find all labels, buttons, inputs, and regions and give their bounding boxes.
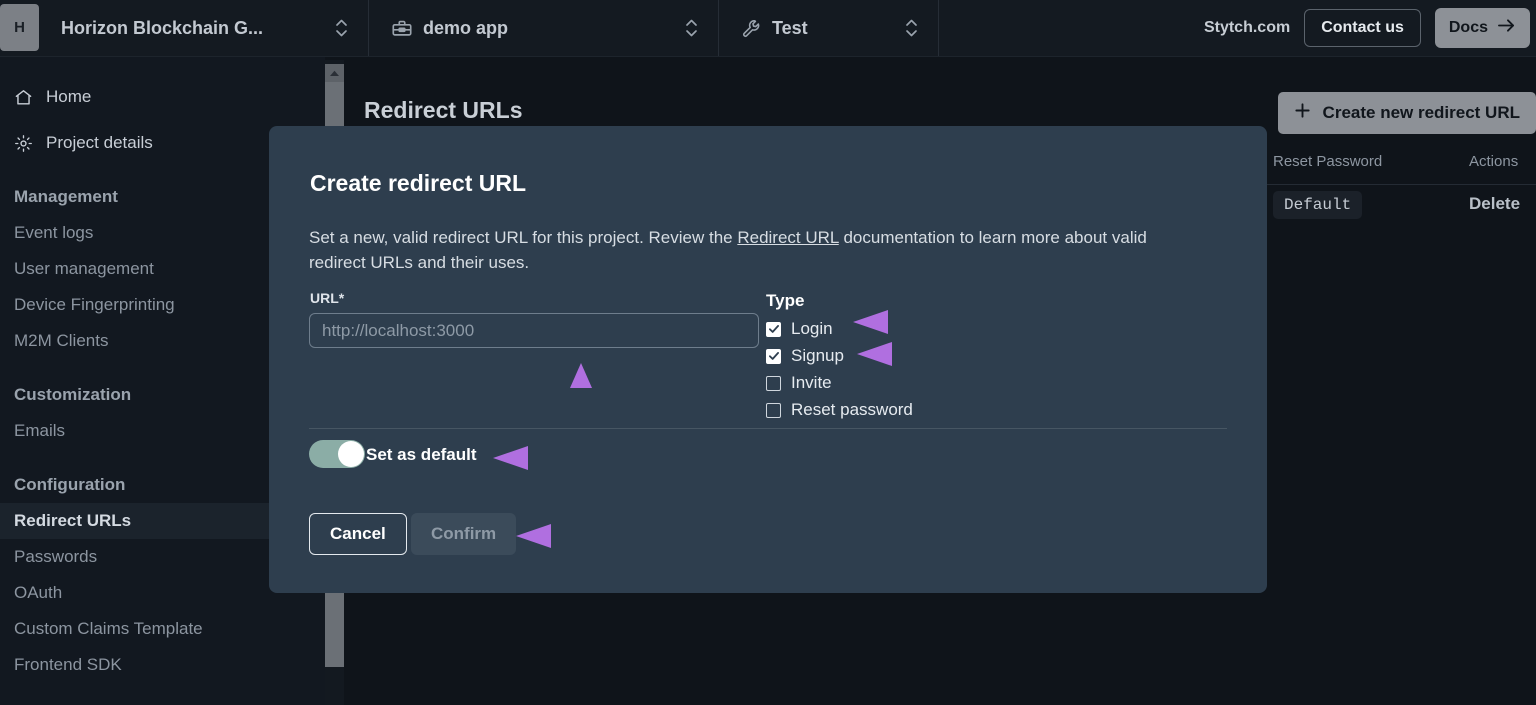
reset-password-checkbox[interactable] [766,402,781,418]
modal-divider [309,428,1227,429]
login-checkbox[interactable] [766,321,781,337]
sidebar-item-project-details-label: Project details [46,133,153,152]
signup-checkbox-row[interactable]: Signup [766,346,844,366]
create-redirect-url-modal: Create redirect URL Set a new, valid red… [269,126,1267,593]
login-checkbox-row[interactable]: Login [766,319,833,339]
type-group-label: Type [766,291,805,310]
modal-description-before: Set a new, valid redirect URL for this p… [309,228,738,247]
docs-button-label: Docs [1448,19,1488,36]
stytch-site-link[interactable]: Stytch.com [1203,19,1291,36]
login-checkbox-label: Login [791,319,833,338]
status-badge: Default [1273,191,1363,219]
gear-icon [14,134,34,153]
create-new-redirect-url-button[interactable]: Create new redirect URL [1277,92,1536,134]
sidebar-item-home[interactable]: Home [0,79,325,115]
modal-title: Create redirect URL [310,170,527,196]
sidebar-item-event-logs[interactable]: Event logs [14,223,94,242]
home-icon [14,88,34,107]
invite-checkbox-row[interactable]: Invite [766,373,832,393]
toolbox-icon [391,17,413,39]
sidebar-group-management: Management [14,187,118,206]
sidebar-item-m2m-clients[interactable]: M2M Clients [14,331,109,350]
contact-us-button[interactable]: Contact us [1304,9,1421,47]
page-title: Redirect URLs [364,97,523,123]
create-button-label: Create new redirect URL [1322,103,1520,122]
sidebar-item-home-label: Home [46,87,92,106]
redirect-url-doc-link[interactable]: Redirect URL [737,228,839,247]
wrench-icon [741,18,762,39]
column-header-reset-password: Reset Password [1273,153,1383,170]
org-logo[interactable]: H [0,4,39,51]
signup-checkbox-label: Signup [791,346,844,365]
sidebar-item-oauth[interactable]: OAuth [14,583,63,602]
set-as-default-toggle[interactable] [309,440,365,468]
environment-selector-label: Test [772,17,808,38]
delete-link[interactable]: Delete [1469,194,1521,213]
app-selector-tab[interactable]: demo app [369,0,719,56]
modal-description-after: documentation to learn more about valid … [309,228,1147,272]
updown-chevron-icon[interactable] [671,17,698,39]
sidebar-item-frontend-sdk[interactable]: Frontend SDK [14,655,122,674]
sidebar-item-project-details[interactable]: Project details [0,125,325,161]
sidebar-item-passwords[interactable]: Passwords [14,547,98,566]
top-bar: H Horizon Blockchain G... demo app [0,0,1536,57]
toggle-knob [338,441,364,467]
project-selector-tab[interactable]: Horizon Blockchain G... [39,0,369,56]
environment-selector-tab[interactable]: Test [719,0,939,56]
scroll-up-arrow-icon[interactable] [325,64,344,82]
app-selector-label: demo app [423,17,509,38]
modal-description: Set a new, valid redirect URL for this p… [309,225,1189,275]
updown-chevron-icon[interactable] [321,17,348,39]
top-bar-actions: Stytch.com Contact us Docs [1204,0,1536,56]
column-header-actions: Actions [1469,153,1519,170]
updown-chevron-icon[interactable] [891,17,918,39]
url-field-label: URL* [310,290,345,306]
sidebar-item-device-fingerprinting[interactable]: Device Fingerprinting [14,295,175,314]
arrow-right-icon [1497,17,1516,39]
sidebar-group-customization: Customization [14,385,132,404]
reset-password-checkbox-row[interactable]: Reset password [766,400,913,420]
signup-checkbox[interactable] [766,348,781,364]
table-row: Default Delete [364,185,1536,233]
sidebar-group-configuration: Configuration [14,475,126,494]
url-input[interactable] [309,313,759,348]
confirm-button[interactable]: Confirm [411,513,517,555]
invite-checkbox[interactable] [766,375,781,391]
invite-checkbox-label: Invite [791,373,832,392]
cancel-button[interactable]: Cancel [309,513,407,555]
docs-button[interactable]: Docs [1434,8,1530,48]
set-as-default-label: Set as default [366,445,477,464]
sidebar-item-custom-claims-template[interactable]: Custom Claims Template [14,619,203,638]
plus-icon [1294,102,1311,124]
sidebar-item-user-management[interactable]: User management [14,259,154,278]
sidebar-item-emails[interactable]: Emails [14,421,66,440]
project-selector-label: Horizon Blockchain G... [61,17,264,38]
reset-password-checkbox-label: Reset password [791,400,913,419]
